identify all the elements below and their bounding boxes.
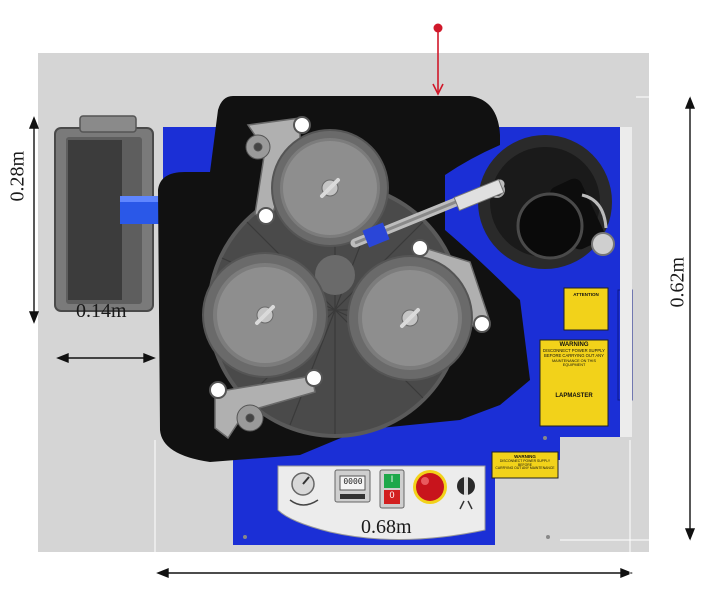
attention-label-text: ATTENTION: [573, 292, 599, 297]
cog-left-bottom: [236, 404, 264, 432]
brand-logo: LAPMASTER: [555, 393, 593, 400]
display-readout: 0000: [343, 477, 363, 486]
tray-width-label: 0.14m: [76, 300, 127, 322]
warning-line3: MAINTENANCE ON THIS EQUIPMENT: [551, 358, 597, 367]
cog-top-left: [245, 134, 271, 160]
tray-height-label: 0.28m: [6, 150, 29, 202]
conditioning-ring-top: [271, 129, 389, 247]
warning-title: WARNING: [559, 342, 589, 348]
dimension-tray-width: [56, 352, 156, 364]
lower-warning-line2: CARRYING OUT ANY MAINTENANCE: [495, 466, 555, 471]
dimension-machine-height: [636, 96, 696, 541]
extension-lines: [154, 440, 690, 597]
warning-label-main: [539, 339, 609, 427]
red-pin-icon: [432, 23, 444, 96]
stop-label: 0: [389, 490, 395, 500]
feed-arm: [350, 178, 505, 248]
motor-assembly: [478, 135, 615, 269]
roller-knobs: [209, 116, 491, 399]
side-tray: [54, 115, 165, 312]
machine-height-label: 0.62m: [666, 256, 689, 308]
conditioning-ring-right: [347, 255, 473, 381]
machine-width-label: 0.68m: [361, 516, 412, 538]
attention-label-small: [563, 287, 609, 331]
warning-line2: BEFORE CARRYING OUT ANY: [544, 352, 604, 358]
start-stop-switch: [379, 469, 405, 509]
key-switch: [457, 477, 475, 510]
lower-warning-title: WARNING: [514, 454, 536, 459]
warning-label-text: WARNING DISCONNECT POWER SUPPLY BEFORE C…: [541, 342, 607, 400]
digital-display: [334, 469, 371, 503]
warning-line1: DISCONNECT POWER SUPPLY: [543, 347, 605, 353]
lower-warning-text: WARNING DISCONNECT POWER SUPPLY BEFORE C…: [493, 454, 557, 471]
dimension-machine-width: [156, 567, 633, 579]
speed-dial: [289, 472, 319, 506]
emergency-stop-icon: [413, 470, 447, 504]
warning-label-lower: [491, 451, 559, 479]
start-label: I: [390, 474, 394, 484]
conditioning-ring-left: [202, 252, 328, 378]
lower-warning-line1: DISCONNECT POWER SUPPLY BEFORE: [499, 458, 551, 467]
dimension-tray-height: [28, 116, 40, 324]
